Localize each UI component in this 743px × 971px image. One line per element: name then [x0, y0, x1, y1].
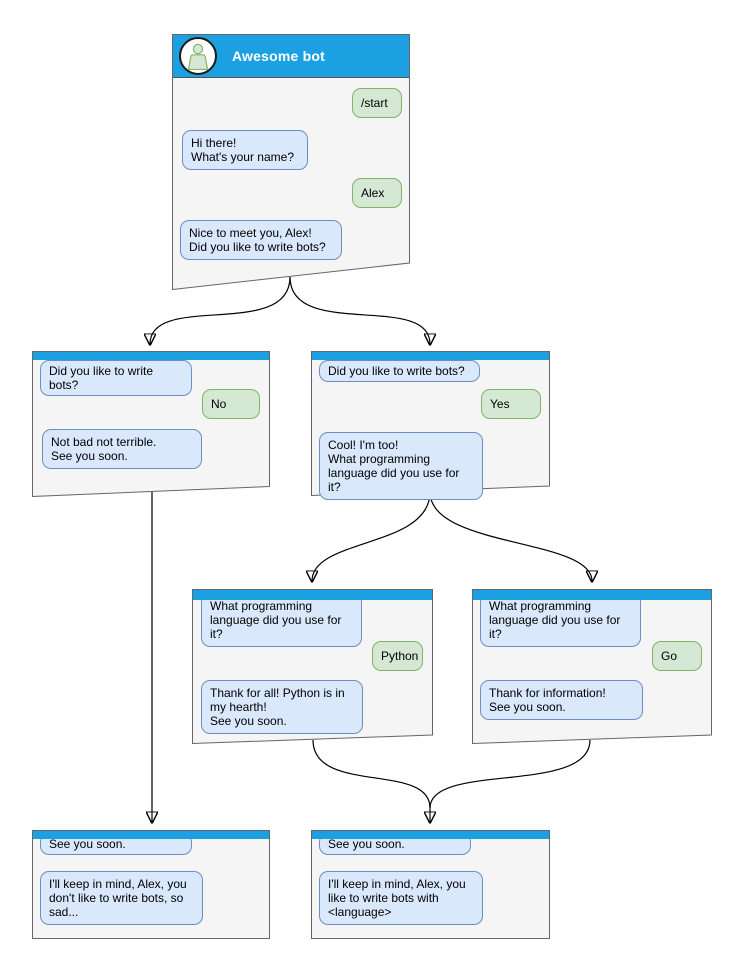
bot-avatar-icon	[179, 37, 217, 75]
connector-root-to-no[interactable]	[150, 276, 291, 344]
user-message-bubble[interactable]: No	[202, 389, 260, 419]
bot-message-bubble[interactable]: Did you like to write bots?	[40, 360, 192, 396]
bot-message-bubble[interactable]: Thank for all! Python is in my hearth! S…	[201, 680, 363, 734]
user-message-bubble[interactable]: Alex	[352, 178, 402, 208]
bot-message-bubble[interactable]: Did you like to write bots?	[319, 360, 480, 382]
user-message-bubble[interactable]: Python	[372, 641, 423, 671]
connector-root-to-yes[interactable]	[289, 276, 430, 344]
bot-message-bubble[interactable]: Cool! I'm too! What programming language…	[319, 432, 483, 500]
chat-node-root[interactable]: Awesome bot /start Hi there! What's your…	[172, 34, 410, 290]
chat-node-no-branch[interactable]: Did you like to write bots? No Not bad n…	[32, 351, 270, 497]
chat-header-strip	[312, 831, 549, 839]
connector-python-to-end[interactable]	[312, 739, 431, 809]
bot-message-bubble[interactable]: Hi there! What's your name?	[182, 130, 308, 170]
chat-header-strip	[473, 590, 711, 600]
bot-message-bubble[interactable]: I'll keep in mind, Alex, you don't like …	[40, 871, 203, 925]
chat-header: Awesome bot	[173, 35, 409, 78]
chat-header-strip	[33, 831, 269, 839]
bot-message-bubble[interactable]: Thank for information! See you soon.	[480, 680, 643, 720]
bot-name-title: Awesome bot	[232, 48, 325, 64]
user-message-bubble[interactable]: Yes	[481, 389, 541, 419]
chat-header-strip	[312, 352, 549, 360]
connector-yes-to-go[interactable]	[429, 491, 592, 581]
bot-message-bubble[interactable]: I'll keep in mind, Alex, you like to wri…	[319, 871, 483, 925]
connector-yes-to-python[interactable]	[312, 491, 431, 581]
chat-node-end-yes[interactable]: See you soon. I'll keep in mind, Alex, y…	[311, 830, 550, 939]
chat-header-strip	[193, 590, 432, 600]
chat-node-end-no[interactable]: See you soon. I'll keep in mind, Alex, y…	[32, 830, 270, 939]
chat-node-python-branch[interactable]: What programming language did you use fo…	[192, 589, 433, 744]
chat-header-strip	[33, 352, 269, 360]
bot-message-bubble[interactable]: What programming language did you use fo…	[201, 593, 362, 647]
connector-go-to-end[interactable]	[429, 739, 591, 809]
user-message-bubble[interactable]: /start	[352, 88, 402, 118]
chat-node-yes-branch[interactable]: Did you like to write bots? Yes Cool! I'…	[311, 351, 550, 500]
bot-message-bubble[interactable]: Nice to meet you, Alex! Did you like to …	[180, 220, 342, 260]
bot-message-bubble[interactable]: What programming language did you use fo…	[480, 593, 641, 647]
user-message-bubble[interactable]: Go	[652, 641, 702, 671]
bot-message-bubble[interactable]: Not bad not terrible. See you soon.	[42, 429, 202, 469]
chat-node-go-branch[interactable]: What programming language did you use fo…	[472, 589, 712, 744]
